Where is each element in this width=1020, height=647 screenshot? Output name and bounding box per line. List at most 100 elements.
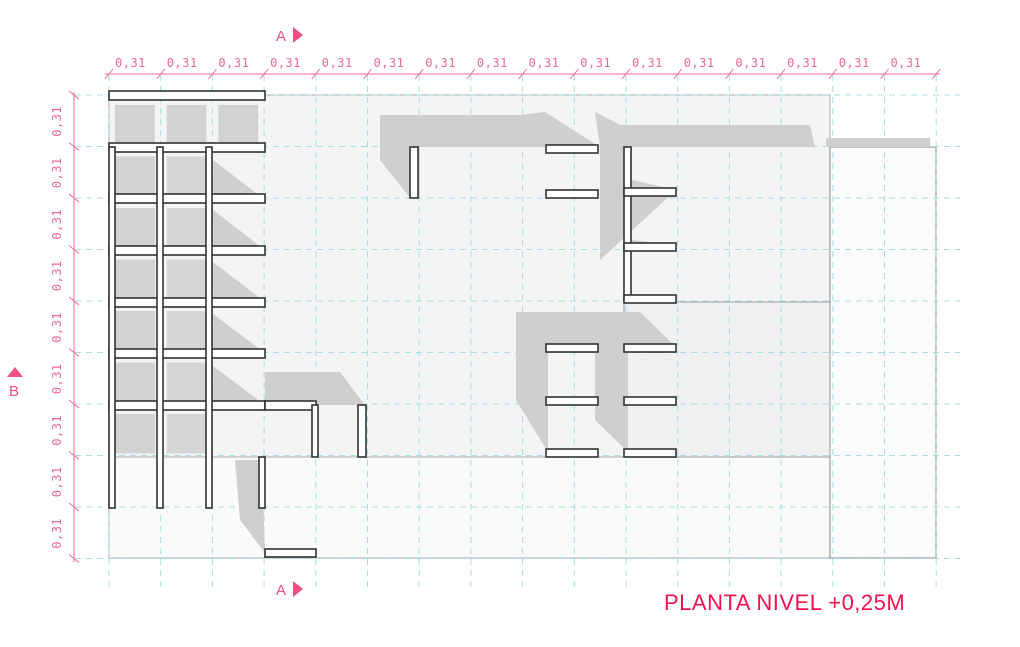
dimension-label-left: 0,31: [50, 466, 64, 497]
tower-cell: [115, 105, 155, 145]
dimension-label-left: 0,31: [50, 363, 64, 394]
dimension-tick: [68, 296, 80, 306]
dimension-tick: [776, 68, 786, 80]
beam: [623, 343, 677, 353]
section-label-a-bottom: A: [276, 582, 286, 599]
beam: [623, 448, 677, 458]
dimension-label-top: 0,31: [580, 56, 611, 70]
dimension-label-top: 0,31: [374, 56, 405, 70]
section-mark-a-bottom: A: [276, 581, 303, 599]
dimension-tick: [68, 142, 80, 151]
dimension-label-top: 0,31: [891, 56, 922, 70]
dimension-tick: [828, 68, 838, 80]
floor-slab-edge: [108, 142, 266, 153]
structure-elements: [108, 90, 677, 558]
beam: [623, 242, 677, 252]
dimension-tick: [363, 68, 372, 80]
dimension-tick: [725, 68, 734, 80]
dimension-tick: [414, 68, 424, 80]
shadow-polygon: [213, 366, 265, 405]
shadow-polygon: [595, 112, 815, 260]
dimension-label-left: 0,31: [50, 209, 64, 240]
column: [156, 146, 164, 509]
section-mark-a-top: A: [276, 27, 303, 45]
dimension-label-top: 0,31: [787, 56, 818, 70]
section-label-a-top: A: [276, 28, 286, 45]
tower-cell: [115, 156, 155, 196]
column: [205, 146, 213, 509]
beam: [545, 448, 599, 458]
beam: [545, 343, 599, 353]
dimension-tick: [259, 68, 269, 80]
floor-slab-edge: [108, 245, 266, 256]
section-arrow-icon: [293, 581, 303, 597]
dimension-label-left: 0,31: [50, 415, 64, 446]
dimension-label-top: 0,31: [735, 56, 766, 70]
section-arrow-icon: [293, 27, 303, 43]
section-arrow-icon: [7, 367, 23, 377]
section-label-b-left: B: [9, 383, 19, 400]
dimension-label-left: 0,31: [50, 518, 64, 549]
beam: [545, 189, 599, 199]
inner-slab: [623, 301, 831, 458]
floor-slab-edge: [108, 297, 266, 308]
tower-cell: [218, 105, 259, 145]
column: [108, 146, 116, 509]
beam: [623, 187, 677, 197]
plan-title: PLANTA NIVEL +0,25M: [664, 590, 906, 615]
tower-cell: [166, 105, 207, 145]
tower-cell: [115, 414, 155, 454]
beam: [545, 144, 599, 154]
floor-slab-edge: [108, 400, 266, 411]
shadow-polygon: [265, 372, 365, 405]
beam: [264, 548, 317, 558]
dimension-label-top: 0,31: [425, 56, 456, 70]
dimension-lines: [68, 68, 941, 563]
dimension-tick: [68, 245, 80, 254]
beam: [264, 400, 317, 411]
dimension-tick: [104, 68, 114, 80]
dimension-label-top: 0,31: [218, 56, 249, 70]
dimension-tick: [68, 348, 80, 357]
shadow-polygon: [213, 314, 265, 353]
dimension-label-left: 0,31: [50, 260, 64, 291]
dimension-tick: [518, 68, 527, 80]
beam: [545, 396, 599, 406]
tower-cell: [167, 414, 205, 454]
shadow-polygon: [213, 210, 265, 250]
dimension-tick: [621, 68, 631, 80]
dimension-tick: [673, 68, 683, 80]
dimension-label-top: 0,31: [839, 56, 870, 70]
dimension-tick: [68, 554, 80, 563]
dimension-label-top: 0,31: [322, 56, 353, 70]
beam: [623, 396, 677, 406]
dimension-tick: [208, 68, 217, 80]
dimension-tick: [68, 451, 80, 460]
column: [357, 404, 367, 458]
dimension-tick: [68, 90, 80, 100]
wall: [623, 146, 632, 302]
floor-slab-edge: [108, 193, 266, 204]
tower-cell: [167, 156, 205, 196]
dimension-label-left: 0,31: [50, 157, 64, 188]
dimension-tick: [68, 193, 80, 203]
tower-cell: [167, 362, 205, 402]
column: [311, 404, 319, 458]
dimension-tick: [931, 68, 941, 80]
dimension-tick: [466, 68, 476, 80]
tower-cell: [115, 362, 155, 402]
dimension-label-top: 0,31: [115, 56, 146, 70]
shadow-polygon: [213, 262, 265, 302]
floor-slab-edge: [108, 90, 266, 101]
shadow-polygon: [235, 460, 265, 553]
floor-slab-edge: [108, 348, 266, 359]
tower-cell: [115, 311, 155, 351]
dimension-tick: [68, 502, 80, 512]
lower-slab: [108, 456, 831, 559]
tower-cell: [115, 208, 155, 248]
dimension-label-left: 0,31: [50, 312, 64, 343]
beam: [623, 294, 677, 304]
shadow-polygon: [213, 160, 265, 200]
shadow-polygon: [380, 112, 600, 198]
